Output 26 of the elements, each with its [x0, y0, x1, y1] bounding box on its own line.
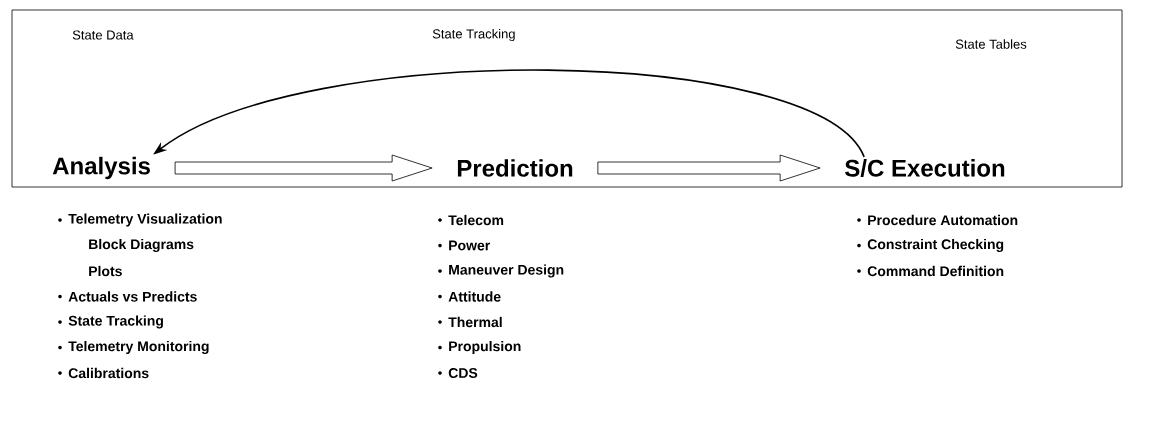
list-item: State Tracking	[68, 315, 163, 329]
stage-title: Analysis	[52, 156, 150, 180]
list-item: Maneuver Design	[449, 264, 564, 278]
section-label: State Tables	[955, 39, 1027, 49]
stage-title: Prediction	[457, 159, 573, 177]
list-item: Power	[449, 240, 490, 251]
section-label: State Tracking	[432, 28, 515, 42]
list-item: Thermal	[448, 316, 502, 328]
list-item: Telecom	[448, 214, 504, 226]
list-item: Telemetry Monitoring	[68, 340, 209, 355]
list-item: Procedure Automation	[868, 214, 1018, 226]
block-arrow	[174, 154, 433, 182]
list-item: Plots	[89, 265, 122, 277]
list-item: Block Diagrams	[89, 238, 194, 253]
list-item: Command Definition	[867, 265, 1004, 277]
list-item: Propulsion	[449, 341, 521, 355]
list-item: Actuals vs Predicts	[68, 291, 197, 302]
list-item: CDS	[448, 368, 478, 378]
list-item: Telemetry Visualization	[68, 213, 222, 227]
list-item: Constraint Checking	[867, 238, 1004, 253]
section-label: State Data	[72, 30, 134, 40]
list-item: Attitude	[448, 291, 501, 302]
frame-box	[11, 9, 1123, 188]
list-item: Calibrations	[68, 367, 149, 379]
stage-title: S/C Execution	[845, 159, 1005, 177]
block-arrow	[597, 154, 821, 182]
